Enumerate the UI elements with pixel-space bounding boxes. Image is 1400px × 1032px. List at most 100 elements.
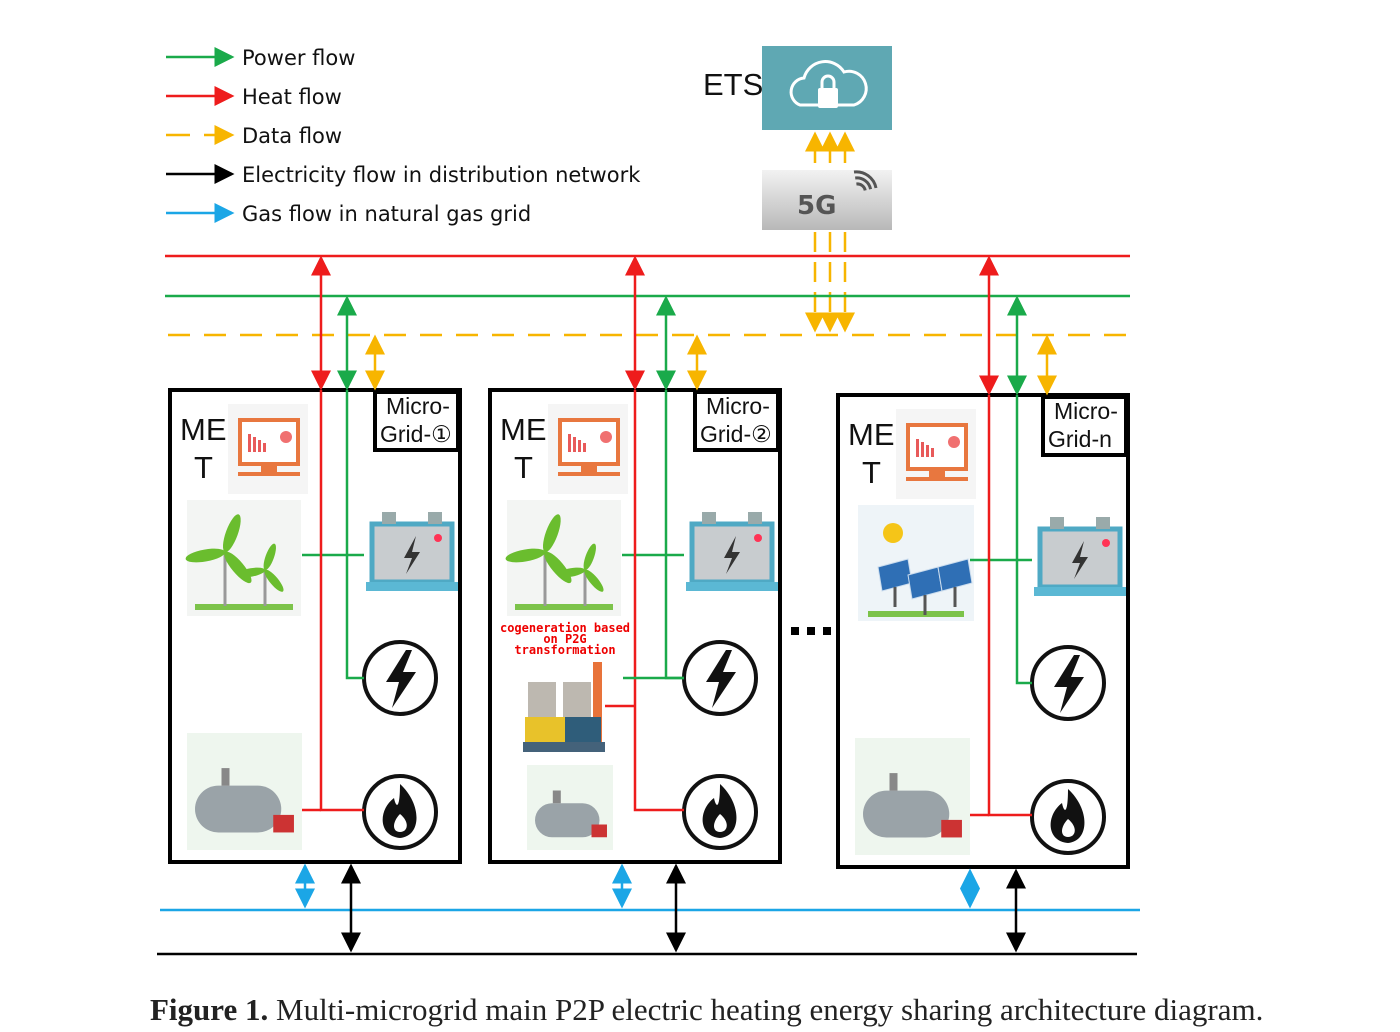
- legend-item: Power flow: [166, 46, 355, 70]
- lightning-icon: [1054, 655, 1084, 713]
- turbine-blade: [542, 514, 561, 553]
- monitor-base: [238, 472, 300, 476]
- legend-label: Power flow: [242, 46, 355, 70]
- power-line-internal: [1015, 395, 1032, 685]
- chart-bar: [578, 440, 581, 452]
- met-label-line1: ME: [848, 417, 895, 452]
- monitor-stand: [261, 464, 277, 472]
- battery-plus: [754, 534, 762, 542]
- turbine-blade: [222, 514, 241, 553]
- legend-item: Gas flow in natural gas grid: [166, 202, 531, 226]
- power-line-internal: [664, 390, 684, 680]
- cogeneration-label: on P2G: [543, 632, 586, 646]
- turbine-blade: [264, 569, 284, 592]
- chimney: [593, 662, 602, 752]
- ellipsis-dot: [791, 627, 799, 635]
- chart-bar: [258, 440, 261, 452]
- battery-terminal: [748, 512, 762, 524]
- battery-terminal: [428, 512, 442, 524]
- legend-item: Data flow: [166, 124, 342, 148]
- signal-icon: [856, 182, 867, 191]
- monitor-stand: [581, 464, 597, 472]
- legend-label: Data flow: [242, 124, 342, 148]
- microgrid-label-line2: Grid-n: [1048, 426, 1112, 452]
- factory-building: [525, 717, 565, 742]
- grass: [868, 611, 964, 617]
- chart-bar: [931, 448, 934, 457]
- legend-label: Electricity flow in distribution network: [242, 163, 641, 187]
- turbine-blade: [185, 548, 226, 563]
- chart-bar: [248, 434, 251, 452]
- flame-core: [394, 814, 407, 832]
- microgrid-label-line2: Grid-②: [700, 421, 772, 447]
- microgrid-3: Micro-Grid-n MET: [836, 255, 1130, 953]
- battery-terminal: [1096, 517, 1110, 529]
- legend-label: Heat flow: [242, 85, 342, 109]
- boiler-icon: [863, 790, 950, 838]
- figure-caption: Figure 1. Multi-microgrid main P2P elect…: [150, 992, 1263, 1028]
- chart-bar: [253, 437, 256, 452]
- turbine-blade: [583, 543, 596, 571]
- met-label-line1: ME: [500, 412, 547, 447]
- microgrid-label-line2: Grid-①: [380, 421, 452, 447]
- cogeneration-label: cogeneration based: [500, 621, 630, 635]
- turbine-blade: [584, 569, 604, 592]
- microgrid-label-line1: Micro-: [706, 393, 770, 419]
- microgrid-label-box: [1041, 395, 1128, 457]
- ellipsis-dot: [807, 627, 815, 635]
- heat-line-internal: [319, 390, 364, 812]
- boiler-burner: [941, 819, 962, 838]
- boiler-icon: [535, 803, 600, 838]
- monitor-base: [558, 472, 620, 476]
- met-label-line1: ME: [180, 412, 227, 447]
- factory-base: [523, 742, 605, 752]
- lightning-icon: [386, 650, 416, 708]
- boiler-icon: [195, 785, 282, 833]
- grass: [195, 604, 293, 610]
- 5g-box: [762, 170, 892, 230]
- microgrid-label-box: [693, 390, 780, 452]
- heat-line-internal: [987, 395, 1032, 817]
- pie-icon: [600, 431, 612, 443]
- heat-line-internal: [633, 390, 684, 812]
- fire-icon: [382, 784, 417, 838]
- turbine-blade: [237, 567, 266, 578]
- boiler-burner: [591, 824, 607, 838]
- ets-label: ETS: [703, 67, 763, 102]
- grass: [515, 604, 613, 610]
- chart-bar: [926, 445, 929, 457]
- sun-icon: [883, 523, 903, 543]
- battery-base: [686, 582, 778, 591]
- legend-item: Electricity flow in distribution network: [166, 163, 641, 187]
- chart-bar: [583, 443, 586, 452]
- fire-icon: [1050, 789, 1085, 843]
- monitor-base: [906, 477, 968, 481]
- boiler-pipe: [552, 790, 561, 804]
- signal-icon: [853, 170, 878, 189]
- legend-item: Heat flow: [166, 85, 342, 109]
- pie-icon: [948, 436, 960, 448]
- caption-label: Figure 1.: [150, 992, 269, 1027]
- cogeneration-label: transformation: [514, 643, 615, 657]
- chart-bar: [568, 434, 571, 452]
- battery-bolt: [724, 536, 740, 574]
- chart-bar: [573, 437, 576, 452]
- caption-text: Multi-microgrid main P2P electric heatin…: [268, 992, 1264, 1027]
- battery-plus: [434, 534, 442, 542]
- microgrid-label-line1: Micro-: [1054, 398, 1118, 424]
- pie-icon: [280, 431, 292, 443]
- chart-bar: [916, 439, 919, 457]
- battery-bolt: [404, 536, 420, 574]
- lightning-icon: [706, 650, 736, 708]
- cloud-icon: [789, 60, 868, 107]
- met-label-line2: T: [514, 450, 533, 485]
- battery-terminal: [1050, 517, 1064, 529]
- legend-label: Gas flow in natural gas grid: [242, 202, 531, 226]
- met-label-line2: T: [194, 450, 213, 485]
- met-label-line2: T: [862, 455, 881, 490]
- fire-icon: [702, 784, 737, 838]
